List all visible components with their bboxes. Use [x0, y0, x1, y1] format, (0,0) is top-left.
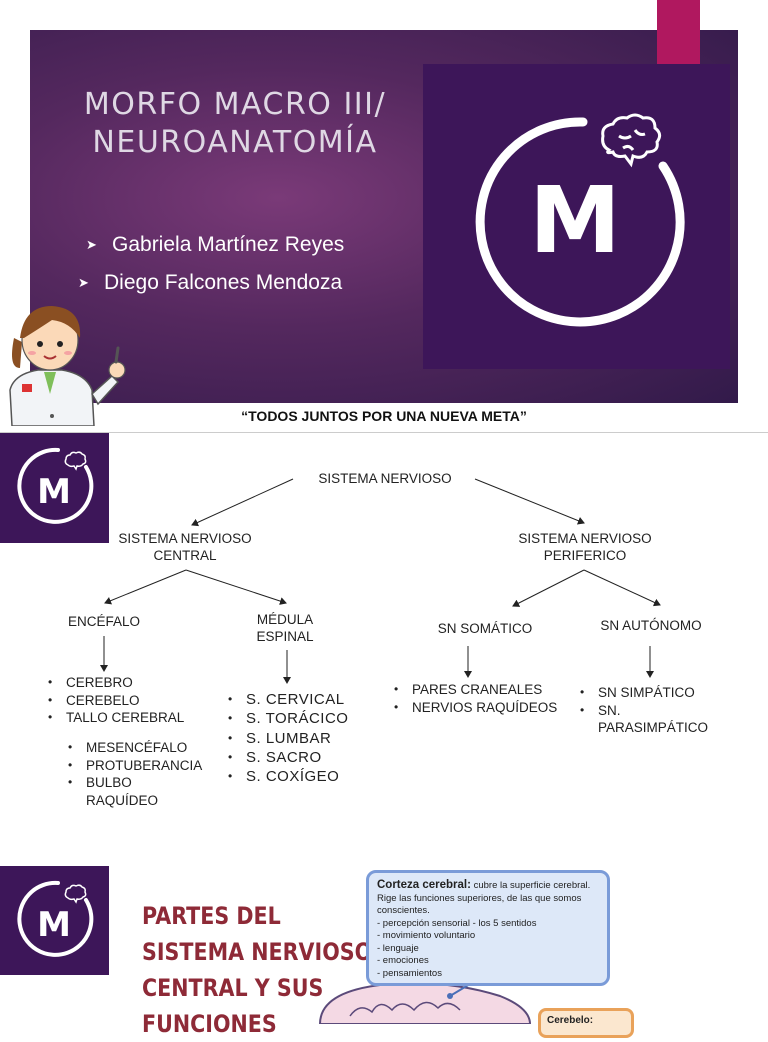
m-brain-logo-icon: M [0, 866, 109, 975]
node-sn-somatico: SN SOMÁTICO [430, 620, 540, 637]
logo-letter: M [529, 167, 621, 274]
medula-list: S. CERVICAL S. TORÁCICO S. LUMBAR S. SAC… [226, 690, 376, 786]
node-snp: SISTEMA NERVIOSO PERIFERICO [505, 530, 665, 564]
cortex-item: - movimiento voluntario [377, 930, 599, 943]
cortex-lead: cubre la superficie cerebral. [474, 880, 591, 891]
slide-title: MORFO MACRO III/ NEUROANATOMÍA [60, 86, 410, 162]
cortex-item: - pensamientos [377, 968, 599, 981]
node-sn-autonomo: SN AUTÓNOMO [596, 617, 706, 634]
cerebelo-heading: Cerebelo: [547, 1015, 593, 1026]
node-medula-espinal: MÉDULA ESPINAL [245, 611, 325, 645]
cns-parts-slide: M PARTES DEL SISTEMA NERVIOSO CENTRAL Y … [0, 836, 768, 1024]
list-item: SN SIMPÁTICO [578, 684, 728, 702]
brain-icon [603, 115, 660, 164]
tallo-list: MESENCÉFALO PROTUBERANCIA BULBO RAQUÍDEO [66, 739, 216, 809]
motto: “TODOS JUNTOS POR UNA NUEVA META” [0, 408, 768, 424]
brain-icon [65, 885, 85, 902]
cerebelo-info-box: Cerebelo: [538, 1008, 634, 1038]
cortex-info-box: Corteza cerebral: cubre la superficie ce… [366, 870, 610, 986]
list-item: CEREBRO [46, 674, 226, 692]
author-list: ➤ Gabriela Martínez Reyes ➤ Diego Falcon… [78, 226, 344, 302]
list-item: S. COXÍGEO [226, 767, 376, 786]
nervous-system-diagram-slide: M SISTEMA NERVIOSO SISTEMA NERVIOSO CENT… [0, 432, 768, 837]
list-item: NERVIOS RAQUÍDEOS [392, 699, 582, 717]
author-name: Gabriela Martínez Reyes [112, 233, 344, 257]
title-line-1: MORFO MACRO III/ [60, 86, 410, 124]
list-item: SN. PARASIMPÁTICO [578, 702, 723, 737]
autonomo-list: SN SIMPÁTICO SN. PARASIMPÁTICO [578, 684, 728, 737]
list-item: S. LUMBAR [226, 729, 376, 748]
author-item: ➤ Diego Falcones Mendoza [78, 264, 344, 302]
list-item: PROTUBERANCIA [66, 757, 216, 775]
list-item: MESENCÉFALO [66, 739, 216, 757]
list-item: S. TORÁCICO [226, 709, 376, 728]
list-item: PARES CRANEALES [392, 681, 582, 699]
node-encefalo: ENCÉFALO [54, 613, 154, 630]
author-name: Diego Falcones Mendoza [104, 271, 342, 295]
somatico-list: PARES CRANEALES NERVIOS RAQUÍDEOS [392, 681, 582, 716]
cortex-text: Rige las funciones superiores, de las qu… [377, 893, 599, 918]
list-item: S. SACRO [226, 748, 376, 767]
list-item: BULBO RAQUÍDEO [66, 774, 176, 809]
logo-letter: M [37, 905, 71, 945]
arrow-bullet-icon: ➤ [78, 275, 104, 291]
arrow-bullet-icon: ➤ [86, 237, 112, 253]
brand-logo: M [423, 64, 730, 369]
cortex-item: - lenguaje [377, 943, 599, 956]
title-slide: MORFO MACRO III/ NEUROANATOMÍA ➤ Gabriel… [0, 0, 768, 432]
list-item: CEREBELO [46, 692, 226, 710]
encefalo-list: CEREBRO CEREBELO TALLO CEREBRAL [46, 674, 226, 727]
m-brain-logo-icon: M [423, 64, 730, 369]
title-line: PARTES DEL [142, 898, 340, 934]
cortex-item: - emociones [377, 955, 599, 968]
cortex-heading: Corteza cerebral: [377, 879, 471, 891]
accent-tab [657, 0, 700, 64]
list-item: S. CERVICAL [226, 690, 376, 709]
cortex-item: - percepción sensorial - los 5 sentidos [377, 918, 599, 931]
node-sistema-nervioso: SISTEMA NERVIOSO [300, 470, 470, 487]
node-snc: SISTEMA NERVIOSO CENTRAL [110, 530, 260, 564]
brand-logo: M [0, 866, 109, 975]
list-item: TALLO CEREBRAL [46, 709, 226, 727]
title-line: SISTEMA NERVIOSO [142, 934, 340, 970]
author-item: ➤ Gabriela Martínez Reyes [78, 226, 344, 264]
title-line-2: NEUROANATOMÍA [60, 124, 410, 162]
doctor-cartoon-icon [0, 298, 134, 426]
